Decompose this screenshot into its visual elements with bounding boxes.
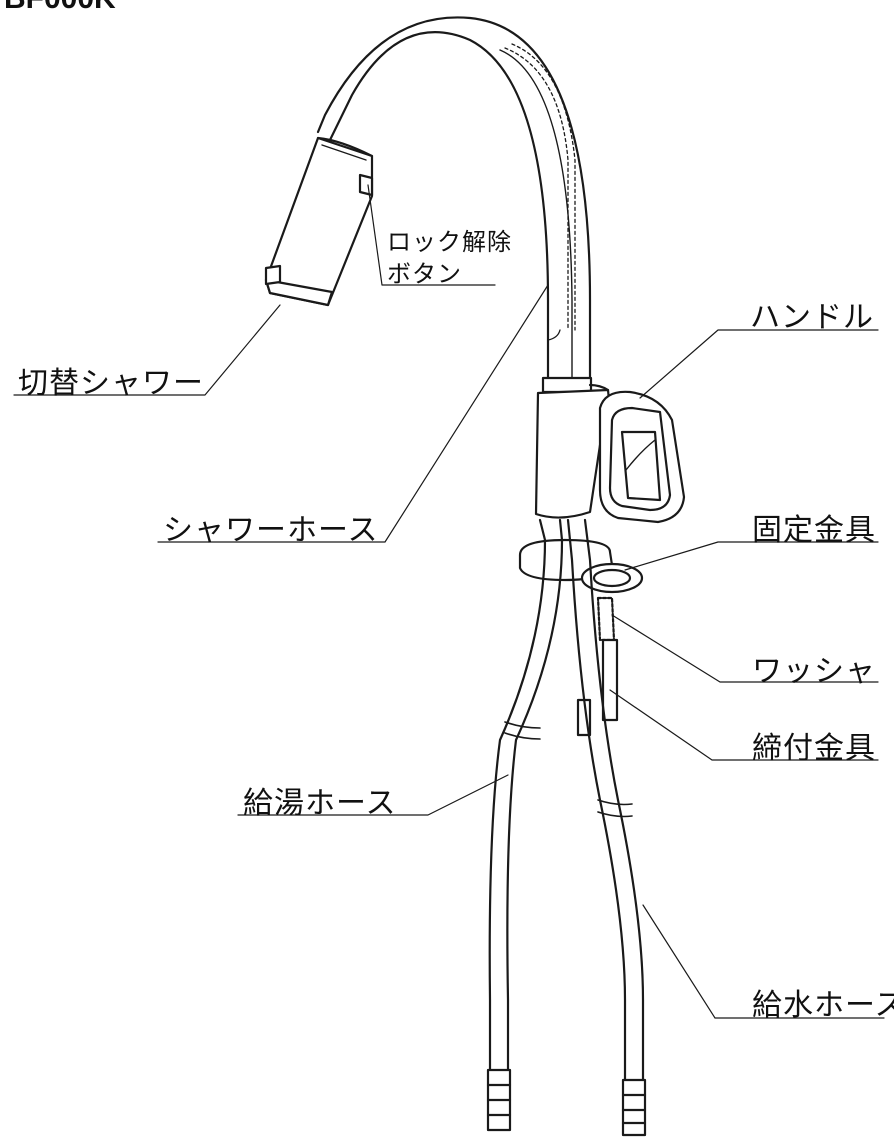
- spout: [316, 16, 592, 387]
- label-lock-release-line1: ロック解除: [387, 228, 512, 256]
- leader-lock-release: [367, 184, 496, 286]
- leader-shower-hose: [157, 284, 549, 543]
- leader-washer: [611, 614, 879, 683]
- switch-shower-head: [264, 136, 374, 307]
- label-tightening-bracket: 締付金具: [752, 731, 876, 766]
- handle: [598, 390, 686, 524]
- shower-hose-coil: [504, 43, 576, 341]
- leader-lines: [13, 184, 885, 1019]
- model-code: BF000K: [4, 0, 116, 16]
- leader-water-supply-hose: [642, 904, 885, 1019]
- leader-fixing-bracket: [624, 541, 879, 571]
- leader-switch-shower: [13, 304, 281, 396]
- leader-hot-water-hose: [237, 774, 509, 816]
- label-hot-water-hose: 給湯ホース: [243, 786, 397, 821]
- faucet-body: [534, 376, 611, 519]
- label-water-supply-hose: 給水ホース: [752, 988, 894, 1023]
- hot-water-hose: [486, 518, 564, 1132]
- leader-handle: [639, 329, 879, 399]
- leader-tightening-bracket: [609, 689, 879, 761]
- label-switch-shower: 切替シャワー: [18, 366, 204, 401]
- label-lock-release-line2: ボタン: [387, 260, 462, 288]
- label-washer: ワッシャ: [752, 654, 876, 689]
- water-supply-hose: [566, 518, 647, 1137]
- mounting-hardware: [518, 538, 644, 737]
- label-shower-hose: シャワーホース: [163, 513, 379, 548]
- label-fixing-bracket: 固定金具: [752, 513, 876, 548]
- label-handle: ハンドル: [750, 300, 874, 335]
